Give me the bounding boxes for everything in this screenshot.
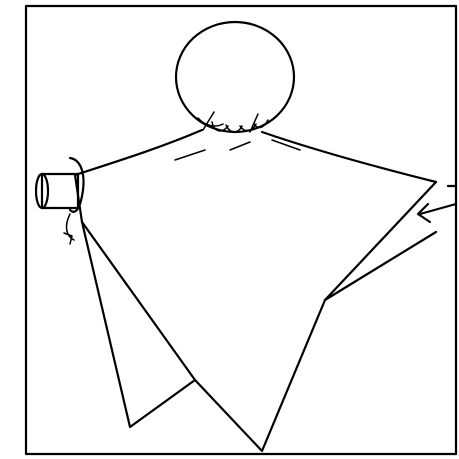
left-rotation-arrow-icon xyxy=(64,214,74,244)
cloth-body xyxy=(75,175,436,451)
head xyxy=(176,22,294,132)
cloth xyxy=(75,130,436,451)
fold-creases xyxy=(175,140,300,160)
right-push-arrow-icon xyxy=(418,186,456,222)
cloth-top-right-edge xyxy=(262,132,436,182)
cloth-inner-fold xyxy=(82,222,195,380)
cloth-top-left-edge xyxy=(75,130,202,175)
head-outline xyxy=(176,22,294,132)
